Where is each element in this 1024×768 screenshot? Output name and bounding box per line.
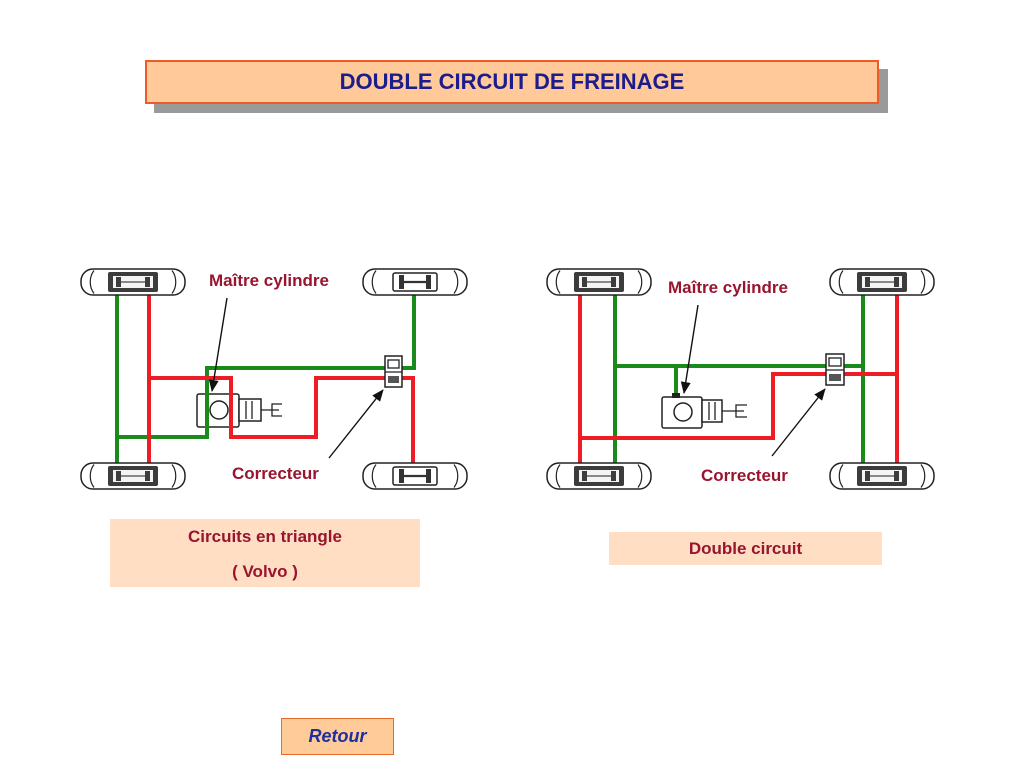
left-brake-regulator <box>384 355 403 388</box>
master-cylinder-reservoir <box>209 400 229 420</box>
regulator-spring <box>388 376 399 383</box>
caption-line: ( Volvo ) <box>232 562 298 581</box>
left-master-cylinder-arrow <box>208 297 228 392</box>
right-regulator-arrow <box>771 388 826 457</box>
regulator-spring <box>829 374 841 381</box>
right-diagram-wheel-bottom-right <box>829 462 935 490</box>
left-red-circuit-pipe <box>149 376 415 468</box>
right-diagram-wheel-top-left <box>546 268 652 296</box>
right-master-cylinder-arrow <box>680 304 699 394</box>
regulator-valve <box>828 357 842 367</box>
left-regulator-label: Correcteur <box>232 464 319 483</box>
left-diagram-caption: Circuits en triangle ( Volvo ) <box>110 519 420 587</box>
caption-line: Double circuit <box>688 539 803 558</box>
master-cylinder-booster <box>238 398 262 422</box>
master-cylinder-booster <box>701 399 723 423</box>
right-brake-regulator <box>825 353 845 386</box>
left-diagram-wheel-top-right <box>362 268 468 296</box>
caption-line: Circuits en triangle <box>188 527 342 546</box>
master-cylinder-pushrod <box>261 403 282 417</box>
left-diagram-wheel-bottom-right <box>362 462 468 490</box>
left-master-cylinder <box>196 393 282 428</box>
right-regulator-label: Correcteur <box>701 466 788 485</box>
left-regulator-arrow <box>328 389 384 459</box>
left-master-cylinder-label: Maître cylindre <box>209 271 329 290</box>
left-diagram-wheel-top-left <box>80 268 186 296</box>
master-cylinder-reservoir <box>673 402 693 422</box>
left-diagram-wheel-bottom-left <box>80 462 186 490</box>
slide-title: DOUBLE CIRCUIT DE FREINAGE <box>339 69 685 94</box>
regulator-valve <box>387 359 400 369</box>
slide-title-box: DOUBLE CIRCUIT DE FREINAGE <box>145 60 879 104</box>
right-red-circuit-pipe <box>580 372 897 440</box>
right-master-cylinder <box>661 393 747 429</box>
left-green-circuit-pipe <box>117 290 416 439</box>
right-master-cylinder-label: Maître cylindre <box>668 278 788 297</box>
master-cylinder-outlet <box>672 393 680 398</box>
right-diagram-caption: Double circuit <box>609 532 882 565</box>
master-cylinder-flange <box>708 402 716 420</box>
return-button[interactable]: Retour <box>281 718 394 755</box>
right-diagram-wheel-top-right <box>829 268 935 296</box>
master-cylinder-flange <box>245 401 253 419</box>
right-diagram-wheel-bottom-left <box>546 462 652 490</box>
master-cylinder-pushrod <box>722 404 747 418</box>
